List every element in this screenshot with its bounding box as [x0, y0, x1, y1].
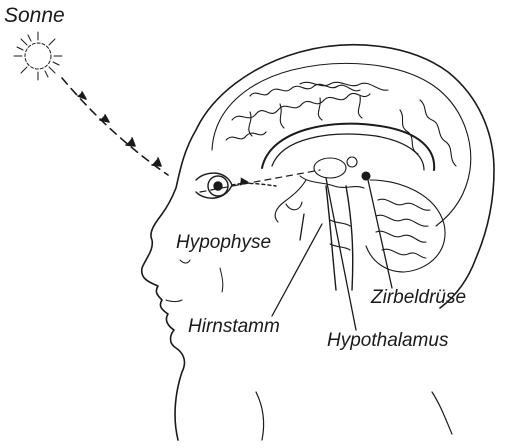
leader-hirnstamm: [272, 224, 322, 316]
leader-hypothalamus: [326, 178, 356, 330]
label-hypophyse: Hypophyse: [176, 232, 271, 254]
face-details: [166, 260, 223, 302]
label-zirbeldruese: Zirbeldrüse: [371, 287, 466, 309]
label-hirnstamm: Hirnstamm: [188, 316, 280, 338]
leader-hypophyse: [300, 214, 304, 240]
light-ray-arrows: [62, 78, 320, 192]
label-sonne: Sonne: [4, 4, 65, 28]
sun-icon: [14, 32, 62, 80]
label-hypothalamus: Hypothalamus: [327, 330, 448, 352]
